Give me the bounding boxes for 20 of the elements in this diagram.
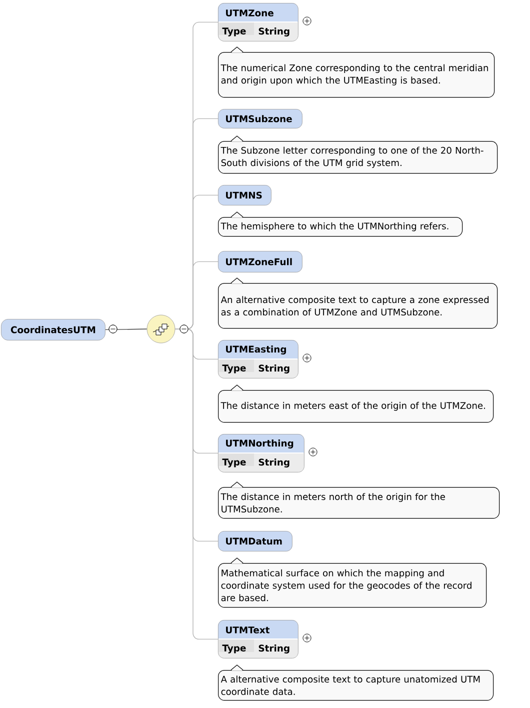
- element-box: UTMZone Type String: [218, 3, 298, 42]
- element-box: UTMDatum: [218, 531, 292, 552]
- connector: [105, 328, 148, 330]
- callout-box: The distance in meters north of the origin for the UTMSubzone.: [218, 482, 500, 519]
- element-box: UTMSubzone: [218, 109, 302, 128]
- element-box: UTMEasting Type String: [218, 340, 298, 378]
- connector: [174, 328, 218, 640]
- callout-box: The hemisphere to which the UTMNorthing refers.: [218, 212, 463, 237]
- callout-box: The numerical Zone corresponding to the central meridian and origin upon which the UTMEasting is based.: [218, 46, 495, 98]
- sequence-symbol: [146, 314, 176, 344]
- element-box: CoordinatesUTM: [1, 319, 106, 340]
- callout-box: Mathematical surface on which the mapping and coordinate system used for the geocodes of the record are based.: [218, 558, 487, 608]
- element-box: UTMText Type String: [218, 620, 298, 658]
- element-box: UTMNS: [218, 185, 272, 206]
- callout-box: A alternative composite text to capture unatomized UTM coordinate data.: [218, 664, 494, 701]
- callout-box: The distance in meters east of the origin of the UTMZone.: [218, 384, 494, 423]
- callout-box: The Subzone letter corresponding to one of the 20 North-South divisions of the UTM grid system.: [218, 136, 498, 174]
- callout-box: An alternative composite text to capture a zone expressed as a combination of UTMZone and UTMSubzone.: [218, 278, 498, 329]
- element-box: UTMNorthing Type String: [218, 434, 304, 472]
- element-box: UTMZoneFull: [218, 251, 302, 272]
